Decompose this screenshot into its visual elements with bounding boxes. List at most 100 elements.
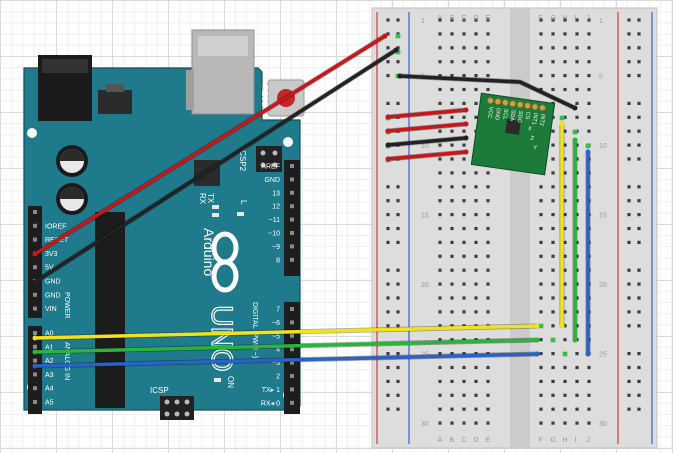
analog-header — [28, 326, 42, 414]
active-hole — [562, 351, 568, 357]
rail-hole — [396, 282, 400, 286]
breadboard-hole — [563, 143, 567, 147]
breadboard-hole — [539, 32, 543, 36]
breadboard-hole — [539, 365, 543, 370]
breadboard-hole — [587, 60, 591, 64]
breadboard-hole — [462, 46, 466, 50]
header-pin — [290, 204, 294, 209]
header-pin — [290, 307, 294, 311]
analog-section-label: ANALOG IN — [63, 342, 70, 380]
rail-hole — [627, 157, 631, 161]
rail-hole — [627, 226, 631, 231]
breadboard-hole — [450, 421, 454, 425]
header-pin — [33, 358, 37, 363]
rail-hole — [637, 365, 641, 370]
rail-hole — [637, 157, 641, 161]
pin-label: GND — [45, 292, 61, 299]
wire-black-gnd — [33, 48, 398, 284]
power-header — [28, 206, 42, 318]
breadboard-hole — [486, 87, 490, 92]
breadboard-hole — [551, 171, 555, 175]
breadboard-hole — [450, 199, 454, 203]
on-led — [214, 378, 221, 382]
breadboard-hole — [474, 74, 478, 78]
breadboard-hole — [563, 74, 567, 78]
rail-hole — [396, 365, 400, 370]
header-pin — [290, 387, 294, 392]
icsp2-label: ICSP2 — [238, 148, 247, 172]
breadboard-hole — [575, 185, 579, 189]
axis-label: Y — [533, 145, 538, 151]
wire-red-module — [386, 108, 468, 119]
rail-hole — [627, 365, 631, 370]
pin-label: ~3 — [272, 360, 280, 367]
breadboard-hole — [486, 240, 490, 244]
rail-hole — [637, 213, 641, 217]
rail-hole — [627, 115, 631, 119]
rail-hole — [396, 379, 400, 383]
breadboard-hole — [575, 282, 579, 286]
pin-label: A2 — [45, 358, 54, 365]
rail-hole — [637, 129, 641, 133]
breadboard-hole — [563, 32, 567, 36]
breadboard-hole — [486, 74, 490, 78]
breadboard-hole — [450, 60, 454, 64]
row-number: 25 — [599, 352, 607, 359]
breadboard-hole — [575, 310, 579, 314]
breadboard-center-channel — [510, 8, 530, 448]
header-pin — [33, 306, 37, 311]
pin-label: ~11 — [269, 217, 280, 224]
rail-hole — [637, 32, 641, 36]
column-label: B — [450, 437, 455, 444]
header-pin — [290, 333, 294, 338]
breadboard-hole — [587, 115, 591, 119]
breadboard-hole — [563, 46, 567, 50]
rail-hole — [396, 60, 400, 64]
breadboard-hole — [551, 213, 555, 217]
rail-hole — [386, 185, 390, 189]
rail-hole — [637, 268, 641, 272]
breadboard-hole — [438, 46, 442, 50]
breadboard-hole — [575, 60, 579, 64]
breadboard-hole — [462, 87, 466, 92]
breadboard-hole — [438, 185, 442, 189]
rail-hole — [386, 282, 390, 286]
breadboard-hole — [575, 352, 579, 356]
rail-hole — [386, 32, 390, 36]
rail-hole — [396, 18, 400, 22]
breadboard-hole — [474, 338, 478, 342]
breadboard-hole — [450, 143, 454, 147]
pin-label: 5V — [45, 265, 54, 272]
module-pin-label: CS — [524, 111, 531, 120]
header-pin — [33, 400, 37, 404]
rail-hole — [637, 46, 641, 50]
breadboard-hole — [575, 240, 579, 244]
wire-red-module — [386, 122, 468, 133]
breadboard-hole — [551, 282, 555, 286]
breadboard-hole — [438, 18, 442, 22]
column-label: A — [438, 15, 443, 22]
breadboard-hole — [539, 338, 543, 342]
header-pin — [290, 320, 294, 325]
rail-hole — [637, 240, 641, 244]
column-label: F — [539, 437, 543, 444]
breadboard-hole — [539, 213, 543, 217]
module-pin-pad — [487, 97, 494, 104]
breadboard-hole — [438, 115, 442, 119]
breadboard-hole — [462, 407, 466, 411]
power-jack — [38, 55, 92, 121]
l-led — [237, 212, 244, 216]
digital-header-bottom — [284, 302, 300, 414]
header-pin — [33, 344, 37, 349]
rail-hole — [637, 282, 641, 286]
breadboard-hole — [474, 60, 478, 64]
pin-label: RX◂ 0 — [261, 400, 280, 407]
breadboard-hole — [486, 393, 490, 397]
header-pin — [290, 347, 294, 352]
breadboard-hole — [575, 101, 579, 105]
breadboard-hole — [486, 185, 490, 189]
rx-label: RX — [198, 193, 207, 205]
breadboard-hole — [450, 254, 454, 258]
breadboard-hole — [539, 226, 543, 231]
rail-hole — [627, 199, 631, 203]
